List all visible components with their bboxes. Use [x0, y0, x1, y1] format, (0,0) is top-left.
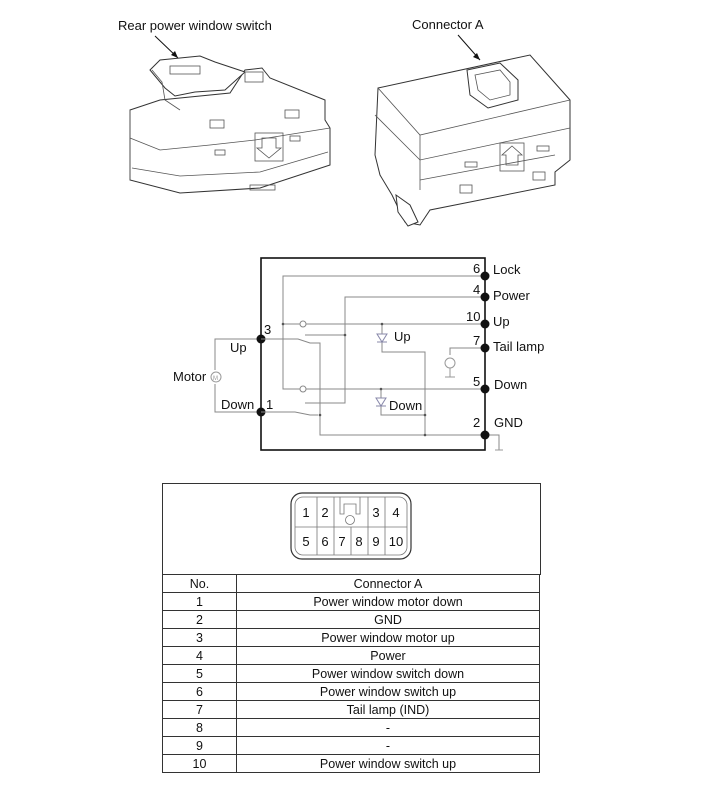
leader-arrowhead: [473, 53, 480, 60]
table-row: 8-: [162, 718, 540, 737]
pin-4-label: Power: [493, 288, 531, 303]
leader-arrowhead: [171, 51, 178, 58]
pin-function: Power window switch up: [236, 682, 540, 701]
motor-circuit: M Motor: [173, 338, 261, 413]
pin-function: -: [236, 718, 540, 737]
connector-a-label: Connector A: [412, 17, 484, 32]
pin-number: 8: [162, 718, 237, 737]
pin-4-terminal: [480, 292, 490, 302]
cavity-6: 6: [321, 534, 328, 549]
cavity-8: 8: [355, 534, 362, 549]
pin-function: -: [236, 736, 540, 755]
cavity-1: 1: [302, 505, 309, 520]
connector-face-panel: [162, 483, 541, 575]
internal-down-label: Down: [389, 398, 422, 413]
pin-5-terminal: [480, 384, 490, 394]
cavity-5: 5: [302, 534, 309, 549]
pin-10-label: Up: [493, 314, 510, 329]
pin-6-label: Lock: [493, 262, 521, 277]
cavity-10: 10: [389, 534, 403, 549]
pin-function: Power window motor down: [236, 592, 540, 611]
internal-up-label: Up: [394, 329, 411, 344]
rear-switch-label: Rear power window switch: [118, 18, 272, 33]
pin-10-number: 10: [466, 309, 480, 324]
pin-function: Tail lamp (IND): [236, 700, 540, 719]
pin-7-number: 7: [473, 333, 480, 348]
pin-6-terminal: [480, 271, 490, 281]
pin-6-number: 6: [473, 261, 480, 276]
rear-switch-drawing: [129, 55, 331, 194]
pin-2-label: GND: [494, 415, 523, 430]
pin-number: 10: [162, 754, 237, 773]
pin-number: 7: [162, 700, 237, 719]
table-header-row: No. Connector A: [162, 574, 540, 593]
header-no: No.: [162, 574, 237, 593]
connector-a-face: 1 2 3 4 5 6 7 8 9 10: [290, 492, 412, 560]
cavity-4: 4: [392, 505, 399, 520]
header-connector-a: Connector A: [236, 574, 540, 593]
pin-3-label: Up: [230, 340, 247, 355]
pin-2-number: 2: [473, 415, 480, 430]
pin-7-label: Tail lamp: [493, 339, 544, 354]
tail-lamp-bulb-icon: [444, 357, 456, 369]
pin-1-number: 1: [266, 397, 273, 412]
pin-function: Power window switch up: [236, 754, 540, 773]
pin-number: 1: [162, 592, 237, 611]
motor-icon: [210, 371, 222, 383]
pin-function: Power window motor up: [236, 628, 540, 647]
cavity-7: 7: [338, 534, 345, 549]
pin-number: 5: [162, 664, 237, 683]
pin-number: 3: [162, 628, 237, 647]
pin-2-terminal: [480, 430, 490, 440]
pin-number: 4: [162, 646, 237, 665]
pin-function: GND: [236, 610, 540, 629]
motor-label: Motor: [173, 369, 207, 384]
pin-4-number: 4: [473, 282, 480, 297]
pin-5-number: 5: [473, 374, 480, 389]
pin-1-label: Down: [221, 397, 254, 412]
internal-wiring: Up Down: [261, 275, 503, 451]
cavity-3: 3: [372, 505, 379, 520]
pin-number: 2: [162, 610, 237, 629]
switch-module-box: [260, 257, 486, 451]
pin-function: Power: [236, 646, 540, 665]
right-pin-terminals: [480, 271, 490, 440]
cavity-2: 2: [321, 505, 328, 520]
connector-side-drawing: [374, 54, 571, 227]
pin-7-terminal: [480, 343, 490, 353]
table-row: 9-: [162, 736, 540, 755]
switch-illustrations: Rear power window switch Connector A: [118, 17, 571, 227]
pin-5-label: Down: [494, 377, 527, 392]
pin-number: 6: [162, 682, 237, 701]
svg-text:M: M: [213, 376, 218, 382]
wiring-schematic: M Motor 3 Up 1 Down Up Down: [173, 257, 544, 451]
pin-function: Power window switch down: [236, 664, 540, 683]
pin-3-number: 3: [264, 322, 271, 337]
pin-10-terminal: [480, 319, 490, 329]
cavity-9: 9: [372, 534, 379, 549]
pin-number: 9: [162, 736, 237, 755]
